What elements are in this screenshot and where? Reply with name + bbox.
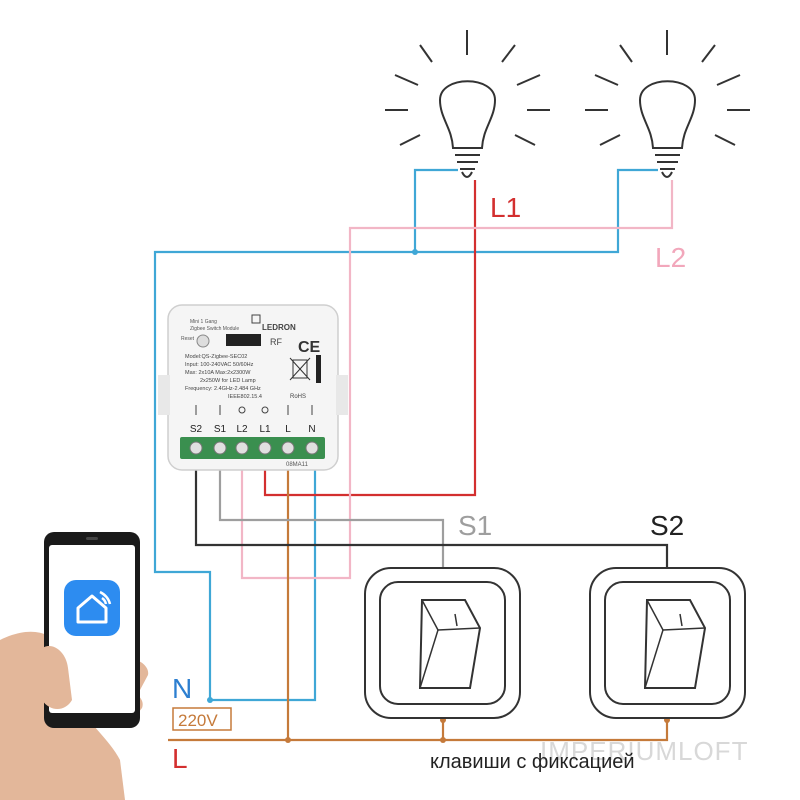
terminal-screws (189, 441, 319, 455)
terminal-label-s1: S1 (214, 424, 227, 435)
module-rohs-label: RoHS (290, 394, 306, 400)
module-brand: LEDRON (262, 323, 296, 332)
lamp-l2: L2 (585, 30, 750, 273)
lamp-l1: L1 (385, 30, 550, 223)
lightbulb-icon (585, 30, 750, 178)
terminal-label-l2: L2 (236, 424, 248, 435)
voltage-label: 220V (178, 711, 218, 730)
s2-label: S2 (650, 510, 684, 541)
terminal-label-s2: S2 (190, 424, 203, 435)
terminal-label-n: N (308, 424, 315, 435)
brand-logo-icon (251, 314, 261, 324)
wire-l1 (263, 180, 477, 497)
module-batch: 08MA11 (286, 462, 309, 468)
weee-bin-icon (289, 357, 311, 381)
terminal-label-l: L (285, 424, 291, 435)
watermark: IMPERIUMLOFT (540, 736, 748, 766)
module-spec-input: Input: 100-240VAC 50/60Hz (185, 362, 254, 368)
phone-in-hand (0, 532, 149, 800)
module-title-line1: Mini 1 Gang (190, 319, 217, 325)
wires (153, 168, 674, 742)
terminal-symbols (195, 405, 313, 415)
reset-button-icon (196, 334, 210, 348)
switch-caption: клавиши с фиксацией (430, 751, 635, 773)
switch-s1 (364, 567, 521, 719)
module-title-line2: Zigbee Switch Module (190, 326, 239, 332)
switch-s2 (589, 567, 746, 719)
module-spec-led: 2x250W for LED Lamp (200, 378, 256, 384)
module-spec-std: IEEE802.15.4 (228, 394, 262, 400)
lightbulb-icon (385, 30, 550, 178)
wire-line (168, 720, 669, 742)
module-spec-max: Max: 2x10A Max:2x2300W (185, 370, 251, 376)
s1-label: S1 (458, 510, 492, 541)
l1-label: L1 (490, 192, 521, 223)
terminal-label-l1: L1 (259, 424, 271, 435)
wire-l2 (240, 180, 674, 580)
l-label: L (172, 743, 188, 774)
module-rf-label: RF (270, 337, 282, 347)
zigbee-module: Mini 1 Gang Zigbee Switch Module LEDRON … (158, 304, 348, 471)
ce-mark-icon: CE (298, 339, 321, 356)
module-reset-label: Reset (181, 336, 195, 342)
home-wifi-icon[interactable] (64, 580, 120, 636)
wire-neutral-lamp2 (415, 168, 658, 254)
module-spec-model: Model:QS-Zigbee-SEC02 (185, 354, 247, 360)
l2-label: L2 (655, 242, 686, 273)
wire-s2 (194, 452, 669, 570)
n-label: N (172, 673, 192, 704)
module-spec-freq: Frequency: 2.4GHz-2.484 GHz (185, 386, 261, 392)
wire-neutral (153, 168, 458, 702)
